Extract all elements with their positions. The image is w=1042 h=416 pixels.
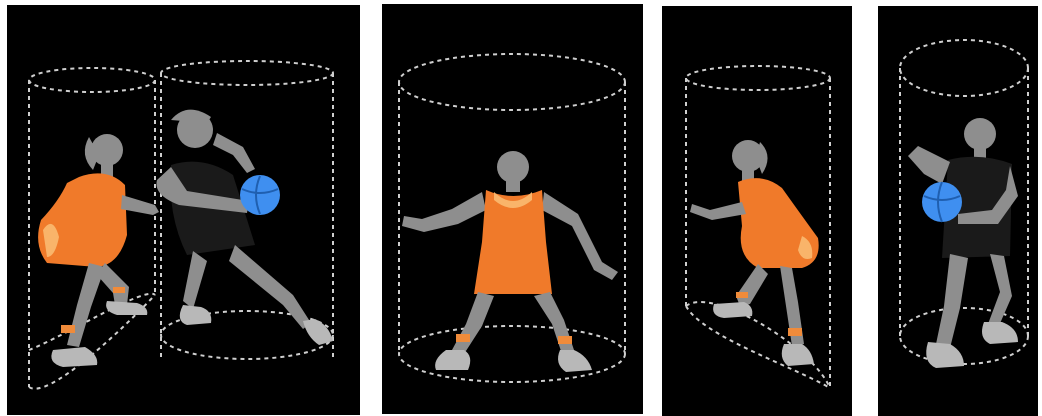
panel-front-defender bbox=[382, 4, 643, 414]
front-defender-illustration bbox=[382, 4, 643, 414]
basketball-icon bbox=[240, 175, 280, 215]
dribbler-figure bbox=[908, 118, 1018, 368]
dribbler-figure bbox=[156, 110, 333, 345]
defender-figure bbox=[690, 140, 819, 366]
basketball-icon bbox=[922, 182, 962, 222]
defender-figure bbox=[38, 134, 159, 367]
panel-dribbler bbox=[878, 6, 1038, 416]
panel-two-players bbox=[7, 5, 360, 415]
dribbler-illustration bbox=[878, 6, 1038, 416]
two-players-illustration bbox=[7, 5, 360, 415]
defender-figure bbox=[402, 151, 618, 372]
panel-side-defender bbox=[662, 6, 852, 416]
side-defender-illustration bbox=[662, 6, 852, 416]
